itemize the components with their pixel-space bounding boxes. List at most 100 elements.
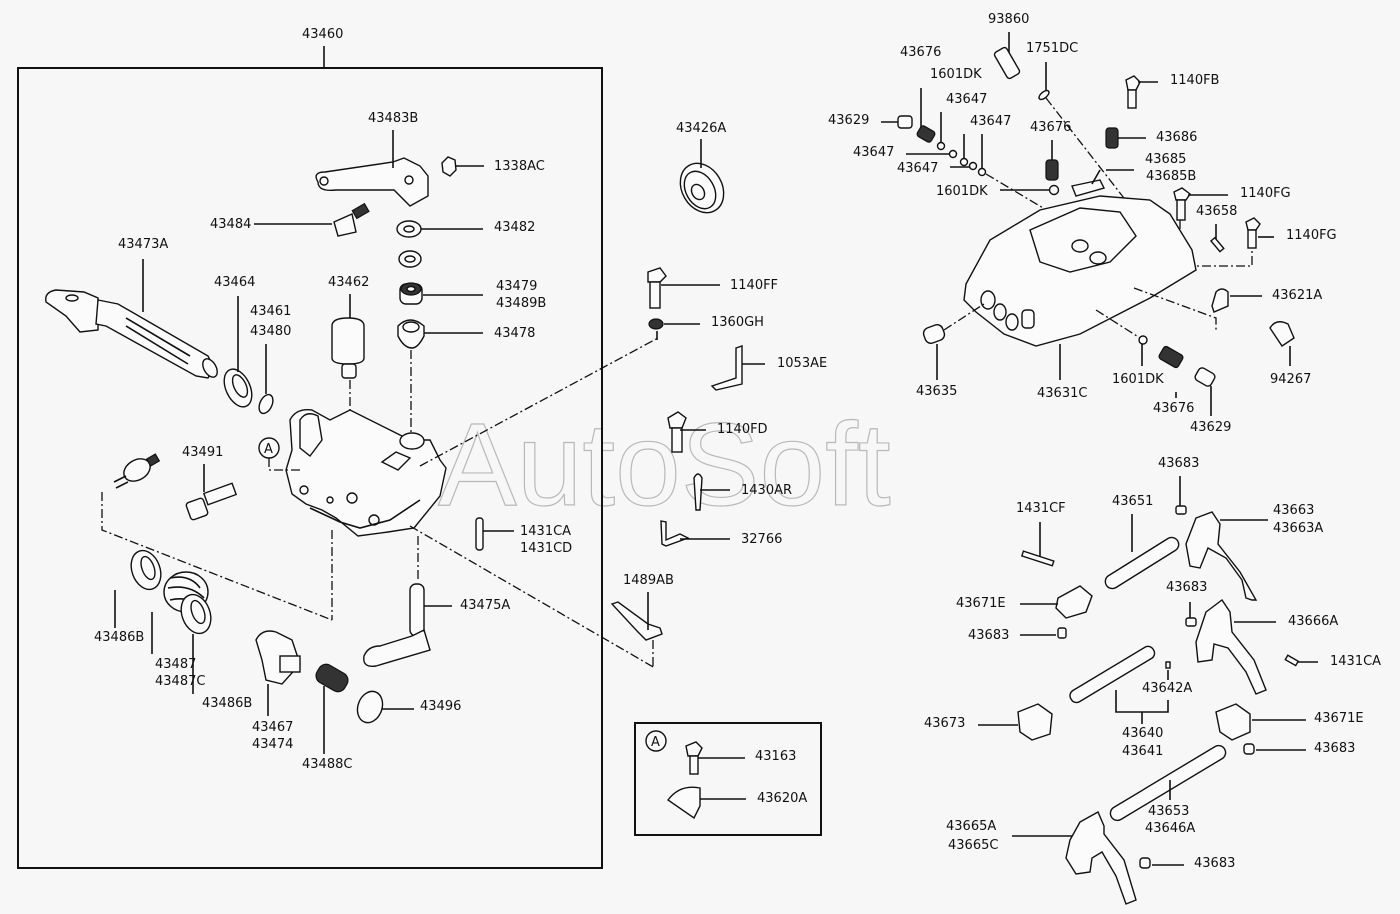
- part-label[interactable]: 43163: [755, 749, 796, 764]
- part-43683-bolt[interactable]: [1139, 857, 1151, 869]
- part-label[interactable]: 1601DK: [936, 184, 988, 199]
- part-label[interactable]: 43484: [210, 217, 251, 232]
- part-label[interactable]: 43487C: [155, 674, 205, 689]
- part-label[interactable]: 1431CF: [1016, 501, 1066, 516]
- part-43683-bolt[interactable]: [1057, 627, 1067, 639]
- part-label[interactable]: 43683: [1166, 580, 1207, 595]
- part-43676-spring[interactable]: [916, 125, 936, 143]
- part-label[interactable]: 1431CA: [1330, 654, 1381, 669]
- part-43629-plug[interactable]: [897, 115, 913, 129]
- part-1431CA-pin[interactable]: [475, 517, 484, 551]
- part-1140FD-bolt[interactable]: [667, 411, 687, 453]
- part-label[interactable]: 43631C: [1037, 386, 1087, 401]
- part-43163-bolt[interactable]: [685, 741, 703, 775]
- part-label[interactable]: 43496: [420, 699, 461, 714]
- part-label[interactable]: 43475A: [460, 598, 510, 613]
- part-43473A-shaft[interactable]: [45, 289, 220, 380]
- part-label[interactable]: 43491: [182, 445, 223, 460]
- part-label[interactable]: 43651: [1112, 494, 1153, 509]
- part-43676-spring[interactable]: [1045, 159, 1059, 181]
- part-43475A-lever[interactable]: [363, 583, 431, 667]
- part-43666A-fork[interactable]: [1195, 598, 1267, 695]
- part-label[interactable]: 1431CD: [520, 541, 572, 556]
- part-label[interactable]: 43474: [252, 737, 293, 752]
- part-43685-plate[interactable]: [1071, 179, 1106, 197]
- part-label[interactable]: 43663: [1273, 503, 1314, 518]
- part-43665A-fork[interactable]: [1065, 811, 1137, 905]
- part-1338AC-nut[interactable]: [441, 156, 457, 177]
- part-label[interactable]: 1140FB: [1170, 73, 1219, 88]
- part-1431CF-pin[interactable]: [1020, 550, 1055, 567]
- part-label[interactable]: 43467: [252, 720, 293, 735]
- part-1489AB-bracket[interactable]: [610, 601, 663, 641]
- part-label[interactable]: 43685: [1145, 152, 1186, 167]
- part-43467-detent[interactable]: [255, 630, 301, 685]
- part-43683-bolt[interactable]: [1175, 505, 1187, 515]
- part-43686-spring[interactable]: [1105, 127, 1119, 149]
- part-43478-seal[interactable]: [397, 319, 425, 349]
- part-label[interactable]: 1430AR: [741, 483, 792, 498]
- part-label[interactable]: 43426A: [676, 121, 726, 136]
- part-43631C-cover[interactable]: [963, 195, 1197, 347]
- part-43488C-spring[interactable]: [313, 661, 351, 694]
- part-label[interactable]: 43473A: [118, 237, 168, 252]
- part-label[interactable]: 43479: [496, 279, 537, 294]
- part-label[interactable]: 43647: [853, 145, 894, 160]
- part-1053AE-bracket[interactable]: [710, 345, 743, 391]
- part-label[interactable]: 43489B: [496, 296, 546, 311]
- part-label[interactable]: 43683: [1194, 856, 1235, 871]
- part-1140FB-bolt[interactable]: [1125, 75, 1141, 109]
- part-label[interactable]: 1601DK: [930, 67, 982, 82]
- part-label[interactable]: 43480: [250, 324, 291, 339]
- part-label[interactable]: 43653: [1148, 804, 1189, 819]
- part-label[interactable]: 43464: [214, 275, 255, 290]
- part-43483B[interactable]: [315, 157, 429, 207]
- part-43496-washer[interactable]: [353, 688, 386, 726]
- part-43651-rail[interactable]: [1103, 535, 1182, 591]
- part-label[interactable]: 43629: [1190, 420, 1231, 435]
- part-label[interactable]: 1489AB: [623, 573, 674, 588]
- part-label[interactable]: 43478: [494, 326, 535, 341]
- part-sensor[interactable]: [113, 453, 161, 489]
- part-label[interactable]: 43483B: [368, 111, 418, 126]
- part-label[interactable]: 43647: [897, 161, 938, 176]
- part-43683-bolt[interactable]: [1243, 743, 1255, 755]
- part-43663-fork[interactable]: [1185, 511, 1258, 601]
- part-label[interactable]: 43658: [1196, 204, 1237, 219]
- part-label[interactable]: 1431CA: [520, 524, 571, 539]
- part-label[interactable]: 43487: [155, 657, 196, 672]
- part-label[interactable]: 43666A: [1288, 614, 1338, 629]
- part-43671E-block[interactable]: [1055, 585, 1093, 619]
- part-43635-plug[interactable]: [922, 323, 946, 345]
- part-label[interactable]: 94267: [1270, 372, 1311, 387]
- part-43479-bushing[interactable]: [399, 282, 423, 305]
- part-housing[interactable]: [285, 409, 447, 537]
- part-label[interactable]: 43663A: [1273, 521, 1323, 536]
- part-label[interactable]: 43486B: [202, 696, 252, 711]
- part-label[interactable]: 43683: [1158, 456, 1199, 471]
- part-label[interactable]: 43665C: [948, 838, 998, 853]
- part-1601DK-ball[interactable]: [1138, 335, 1148, 345]
- part-label[interactable]: 43635: [916, 384, 957, 399]
- part-43673-block[interactable]: [1017, 703, 1053, 741]
- part-label[interactable]: 1140FG: [1240, 186, 1291, 201]
- part-label[interactable]: 1140FD: [717, 422, 768, 437]
- part-43491-bolt[interactable]: [185, 482, 238, 521]
- part-label[interactable]: 1751DC: [1026, 41, 1078, 56]
- part-43658-pin[interactable]: [1209, 236, 1225, 253]
- part-1140FF-bolt[interactable]: [647, 267, 667, 309]
- part-label[interactable]: 43683: [968, 628, 1009, 643]
- part-43671E-block[interactable]: [1215, 703, 1251, 741]
- part-label[interactable]: 43665A: [946, 819, 996, 834]
- part-label[interactable]: 43460: [302, 27, 343, 42]
- part-label[interactable]: 43646A: [1145, 821, 1195, 836]
- part-43640-rail[interactable]: [1068, 644, 1157, 705]
- part-43462-plunger[interactable]: [331, 317, 365, 379]
- part-1140FG-bolt[interactable]: [1245, 217, 1261, 249]
- part-label[interactable]: 43676: [1153, 401, 1194, 416]
- part-label[interactable]: 43683: [1314, 741, 1355, 756]
- part-label[interactable]: 43640: [1122, 726, 1163, 741]
- part-label[interactable]: 1360GH: [711, 315, 764, 330]
- part-1430AR-cotter[interactable]: [693, 473, 703, 511]
- part-label[interactable]: 1140FG: [1286, 228, 1337, 243]
